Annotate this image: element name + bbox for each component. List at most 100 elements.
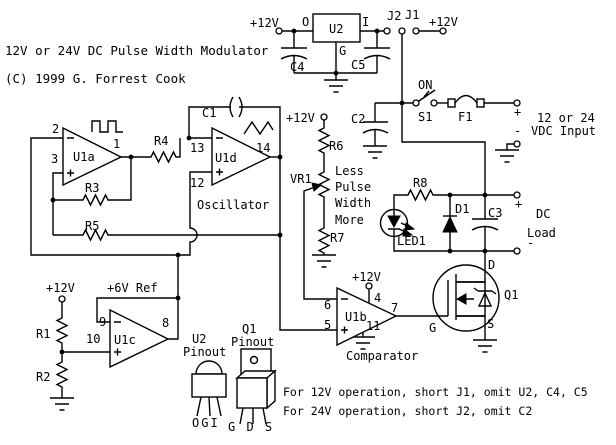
u2-pin-g-label: G bbox=[339, 44, 346, 58]
r5-label: R5 bbox=[85, 219, 99, 233]
r4-label: R4 bbox=[154, 134, 168, 148]
load-minus-sign: - bbox=[527, 236, 534, 250]
q1-drain-label: D bbox=[488, 258, 495, 272]
u2-pin-i-label: I bbox=[362, 15, 369, 29]
j2-label: J2 bbox=[387, 9, 401, 23]
width-label: Width bbox=[335, 196, 371, 210]
u2-pinout-package bbox=[195, 360, 223, 375]
r7-label: R7 bbox=[330, 231, 344, 245]
ground-symbols bbox=[50, 79, 519, 411]
u1a-pin1: 1 bbox=[113, 137, 120, 151]
d1-diode-symbol bbox=[442, 215, 458, 233]
load-label-2: Load bbox=[527, 226, 556, 240]
component-symbols bbox=[62, 13, 500, 425]
less-label: Less bbox=[335, 164, 364, 178]
u1c-pin9: 9 bbox=[99, 315, 106, 329]
vdc-desc1: 12 or 24 bbox=[537, 111, 595, 125]
oscillator-label: Oscillator bbox=[197, 198, 269, 212]
pulse-label: Pulse bbox=[335, 180, 371, 194]
c5-label: C5 bbox=[351, 58, 365, 72]
led1-label: LED1 bbox=[397, 234, 426, 248]
u1b-supply-label: +12V bbox=[352, 270, 381, 284]
r8-label: R8 bbox=[413, 176, 427, 190]
vdc-plus-sign: + bbox=[514, 105, 521, 119]
u2-supply-left-label: +12V bbox=[250, 16, 279, 30]
f1-label: F1 bbox=[458, 110, 472, 124]
s1-on-label: ON bbox=[418, 78, 432, 92]
note-line-1: For 12V operation, short J1, omit U2, C4… bbox=[283, 385, 588, 399]
square-wave-icon bbox=[91, 120, 123, 133]
u1c-pin10: 10 bbox=[86, 332, 100, 346]
u1c-opamp bbox=[109, 308, 170, 369]
vdc-plus-terminal bbox=[513, 99, 521, 107]
u2-pinout-name: U2 bbox=[192, 332, 206, 346]
vr1-wiper-arrow bbox=[311, 182, 323, 192]
load-minus-terminal bbox=[513, 247, 521, 255]
more-label: More bbox=[335, 213, 364, 227]
u1b-opamp bbox=[336, 286, 398, 347]
q1-refdes: Q1 bbox=[504, 288, 518, 302]
switch-s1-right bbox=[430, 99, 438, 107]
jumper-j1-right bbox=[412, 27, 420, 35]
u1c-refdes: U1c bbox=[114, 333, 136, 347]
q1-mosfet-body bbox=[432, 264, 500, 332]
load-plus-sign: + bbox=[515, 197, 522, 211]
comparator-label: Comparator bbox=[346, 349, 418, 363]
c4-label: C4 bbox=[290, 60, 304, 74]
j1-label: J1 bbox=[405, 8, 419, 22]
note-line-2: For 24V operation, short J2, omit C2 bbox=[283, 404, 532, 418]
q1-source-label: S bbox=[487, 317, 494, 331]
u2-regulator-box bbox=[312, 13, 361, 43]
schematic-title: 12V or 24V DC Pulse Width Modulator bbox=[5, 43, 269, 58]
u1b-pin6: 6 bbox=[324, 298, 331, 312]
u1a-pin2: 2 bbox=[52, 122, 59, 136]
triangle-wave-icon bbox=[243, 120, 274, 136]
u2-pinout-pins: OGI bbox=[192, 416, 220, 430]
u1a-opamp bbox=[62, 126, 123, 187]
u1a-pin3: 3 bbox=[51, 152, 58, 166]
u1c-pin8: 8 bbox=[162, 316, 169, 330]
copyright: (C) 1999 G. Forrest Cook bbox=[5, 71, 186, 86]
q1-pinout-name: Q1 bbox=[242, 322, 256, 336]
r6-label: R6 bbox=[329, 139, 343, 153]
c3-label: C3 bbox=[488, 206, 502, 220]
u1b-pin7: 7 bbox=[391, 301, 398, 315]
u1d-pin12: 12 bbox=[190, 176, 204, 190]
jumper-j2-right bbox=[398, 27, 406, 35]
u1d-refdes: U1d bbox=[215, 151, 237, 165]
q1-pinout-label: Pinout bbox=[231, 335, 274, 349]
c2-label: C2 bbox=[351, 112, 365, 126]
switch-s1-left bbox=[412, 99, 420, 107]
s1-label: S1 bbox=[418, 110, 432, 124]
d1-label: D1 bbox=[455, 202, 469, 216]
vr1-label: VR1 bbox=[290, 172, 312, 186]
terminals bbox=[58, 27, 521, 303]
vdc-desc2: VDC Input bbox=[531, 124, 596, 138]
r3-label: R3 bbox=[85, 181, 99, 195]
c1-label: C1 bbox=[202, 106, 216, 120]
u2-supply-right-label: +12V bbox=[429, 15, 458, 29]
load-label-1: DC bbox=[536, 207, 550, 221]
q1-gate-label: G bbox=[429, 321, 436, 335]
vdc-minus-sign: - bbox=[514, 124, 521, 138]
u1b-pin4: 4 bbox=[374, 291, 381, 305]
r2-label: R2 bbox=[36, 370, 50, 384]
u1d-pin13: 13 bbox=[190, 141, 204, 155]
jumper-j2-left bbox=[383, 27, 391, 35]
u2-pinout-label: Pinout bbox=[183, 345, 226, 359]
load-plus-terminal bbox=[513, 191, 521, 199]
u1b-pin11: 11 bbox=[366, 319, 380, 333]
u1b-refdes: U1b bbox=[345, 310, 367, 324]
ref-6v-label: +6V Ref bbox=[107, 281, 158, 295]
u2-refdes: U2 bbox=[329, 22, 343, 36]
u1d-opamp bbox=[211, 126, 272, 187]
pwm-supply-label: +12V bbox=[286, 111, 315, 125]
vdc-gnd-terminal bbox=[513, 140, 521, 148]
u2-pin-o-label: O bbox=[302, 15, 309, 29]
ref-supply-label: +12V bbox=[46, 281, 75, 295]
u1b-pin5: 5 bbox=[324, 318, 331, 332]
c1-capacitor bbox=[229, 96, 243, 118]
r1-label: R1 bbox=[36, 327, 50, 341]
